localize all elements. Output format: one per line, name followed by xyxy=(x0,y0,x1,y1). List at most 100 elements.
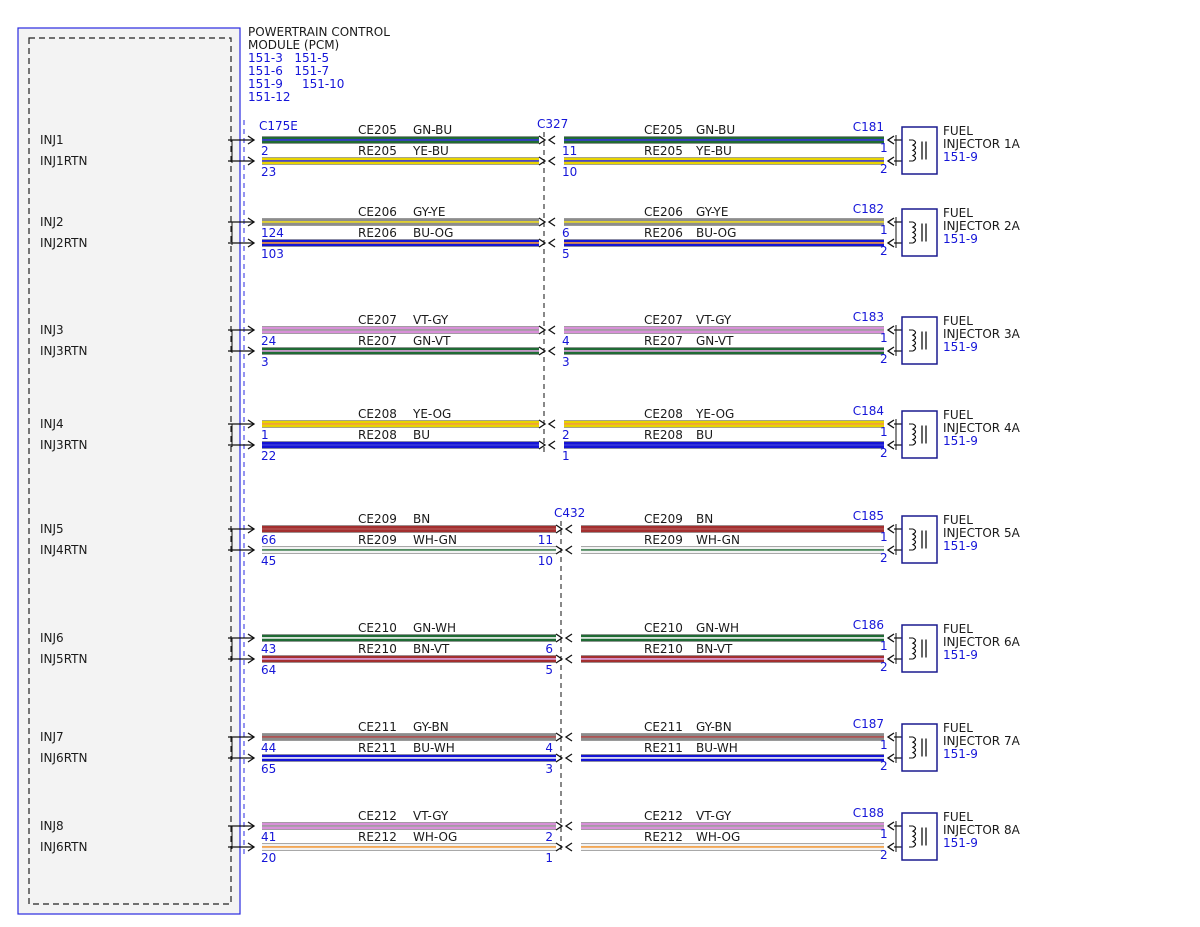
wire-color-label: BN xyxy=(696,512,713,526)
wire-color-label: WH-OG xyxy=(696,830,740,844)
injector-lead xyxy=(909,329,913,352)
circuit-label: CE212 xyxy=(644,809,683,823)
circuit-label: CE210 xyxy=(358,621,397,635)
signal-label: INJ2 xyxy=(40,215,64,229)
inline-chevron xyxy=(538,325,547,335)
pcm-pin-number: 124 xyxy=(261,226,284,240)
module-ref-line-1: 151-3 151-5 xyxy=(248,51,329,65)
inline-chevron xyxy=(555,654,564,664)
injector-coil-icon xyxy=(911,139,917,162)
pcm-connector-chevron xyxy=(247,842,256,852)
inline-chevron xyxy=(547,346,556,356)
inline-pin-number: 5 xyxy=(545,663,553,677)
injector-pin-number: 1 xyxy=(880,141,888,155)
circuit-label: RE205 xyxy=(358,144,397,158)
pcm-connector-chevron xyxy=(247,325,256,335)
inline-pin-number: 2 xyxy=(562,428,570,442)
wire-color-label: YE-BU xyxy=(695,144,732,158)
pcm-pin-number: 22 xyxy=(261,449,276,463)
circuit-label: RE211 xyxy=(644,741,683,755)
inline-chevron xyxy=(555,545,564,555)
injector-lead xyxy=(909,736,913,759)
injector-name-line-2: INJECTOR 1A xyxy=(943,137,1021,151)
inline-pin-number: 1 xyxy=(562,449,570,463)
circuit-label: CE206 xyxy=(644,205,683,219)
inline-chevron xyxy=(564,753,573,763)
injector-name-line-1: FUEL xyxy=(943,513,973,527)
injector-pin-number: 1 xyxy=(880,639,888,653)
inline-chevron xyxy=(555,633,564,643)
inline-chevron xyxy=(547,440,556,450)
inline-pin-number: 3 xyxy=(545,762,553,776)
inline-chevron xyxy=(547,156,556,166)
injector-lead xyxy=(909,221,913,244)
wire-color-label: BN-VT xyxy=(696,642,733,656)
inline-chevron xyxy=(538,135,547,145)
fuel-injector-body xyxy=(901,812,938,861)
injector-connector-chevron xyxy=(886,753,895,763)
injector-name-line-2: INJECTOR 3A xyxy=(943,327,1021,341)
injector-connector-label: C182 xyxy=(853,202,884,216)
pcm-connector-chevron xyxy=(247,753,256,763)
wire-color-label: BN-VT xyxy=(413,642,450,656)
fuel-injector-body xyxy=(901,410,938,459)
wire-color-label: GY-YE xyxy=(696,205,728,219)
inline-connector-label: C327 xyxy=(537,117,568,131)
inline-pin-number: 6 xyxy=(545,642,553,656)
inline-pin-number: 6 xyxy=(562,226,570,240)
injector-pin-number: 2 xyxy=(880,244,888,258)
pcm-connector-chevron xyxy=(247,135,256,145)
circuit-label: RE207 xyxy=(644,334,683,348)
circuit-label: CE207 xyxy=(644,313,683,327)
inline-chevron xyxy=(538,440,547,450)
circuit-label: CE209 xyxy=(644,512,683,526)
inline-pin-number: 4 xyxy=(545,741,553,755)
pcm-connector-label: C175E xyxy=(259,119,298,133)
circuit-label: CE208 xyxy=(358,407,397,421)
pcm-pin-number: 103 xyxy=(261,247,284,261)
wire-color-label: GN-VT xyxy=(413,334,451,348)
module-ref-line-2: 151-6 151-7 xyxy=(248,64,329,78)
circuit-label: RE207 xyxy=(358,334,397,348)
circuit-label: CE206 xyxy=(358,205,397,219)
signal-label: INJ4 xyxy=(40,417,64,431)
injector-pin-number: 2 xyxy=(880,162,888,176)
inline-chevron xyxy=(555,732,564,742)
wire-color-label: VT-GY xyxy=(413,313,449,327)
circuit-label: RE210 xyxy=(644,642,683,656)
injector-pin-number: 1 xyxy=(880,738,888,752)
inline-pin-number: 3 xyxy=(562,355,570,369)
injector-connector-label: C185 xyxy=(853,509,884,523)
wire-color-label: BU-OG xyxy=(696,226,736,240)
circuit-label: RE210 xyxy=(358,642,397,656)
injector-name-line-2: INJECTOR 4A xyxy=(943,421,1021,435)
injector-pin-number: 2 xyxy=(880,660,888,674)
pcm-connector-chevron xyxy=(247,821,256,831)
injector-connector-chevron xyxy=(886,821,895,831)
wire-color-label: GN-VT xyxy=(696,334,734,348)
wire-color-label: YE-OG xyxy=(412,407,451,421)
wire-color-label: BU-OG xyxy=(413,226,453,240)
inline-connector-label: C432 xyxy=(554,506,585,520)
wire-color-label: GY-BN xyxy=(696,720,732,734)
signal-label: INJ5 xyxy=(40,522,64,536)
circuit-label: CE205 xyxy=(358,123,397,137)
pcm-pin-number: 65 xyxy=(261,762,276,776)
fuel-injector-body xyxy=(901,723,938,772)
fuel-injector-body xyxy=(901,208,938,257)
pcm-connector-chevron xyxy=(247,524,256,534)
injector-connector-chevron xyxy=(886,545,895,555)
inline-pin-number: 2 xyxy=(545,830,553,844)
inline-chevron xyxy=(564,842,573,852)
return-label: INJ6RTN xyxy=(40,840,87,854)
circuit-label: RE211 xyxy=(358,741,397,755)
module-ref-line-4: 151-12 xyxy=(248,90,291,104)
pcm-box-inner-dashed xyxy=(28,37,232,905)
wire-color-label: BU-WH xyxy=(413,741,455,755)
pcm-pin-number: 20 xyxy=(261,851,276,865)
injector-lead xyxy=(909,139,913,162)
injector-name-line-1: FUEL xyxy=(943,810,973,824)
inline-chevron xyxy=(564,545,573,555)
injector-connector-chevron xyxy=(886,135,895,145)
inline-pin-number: 11 xyxy=(562,144,577,158)
